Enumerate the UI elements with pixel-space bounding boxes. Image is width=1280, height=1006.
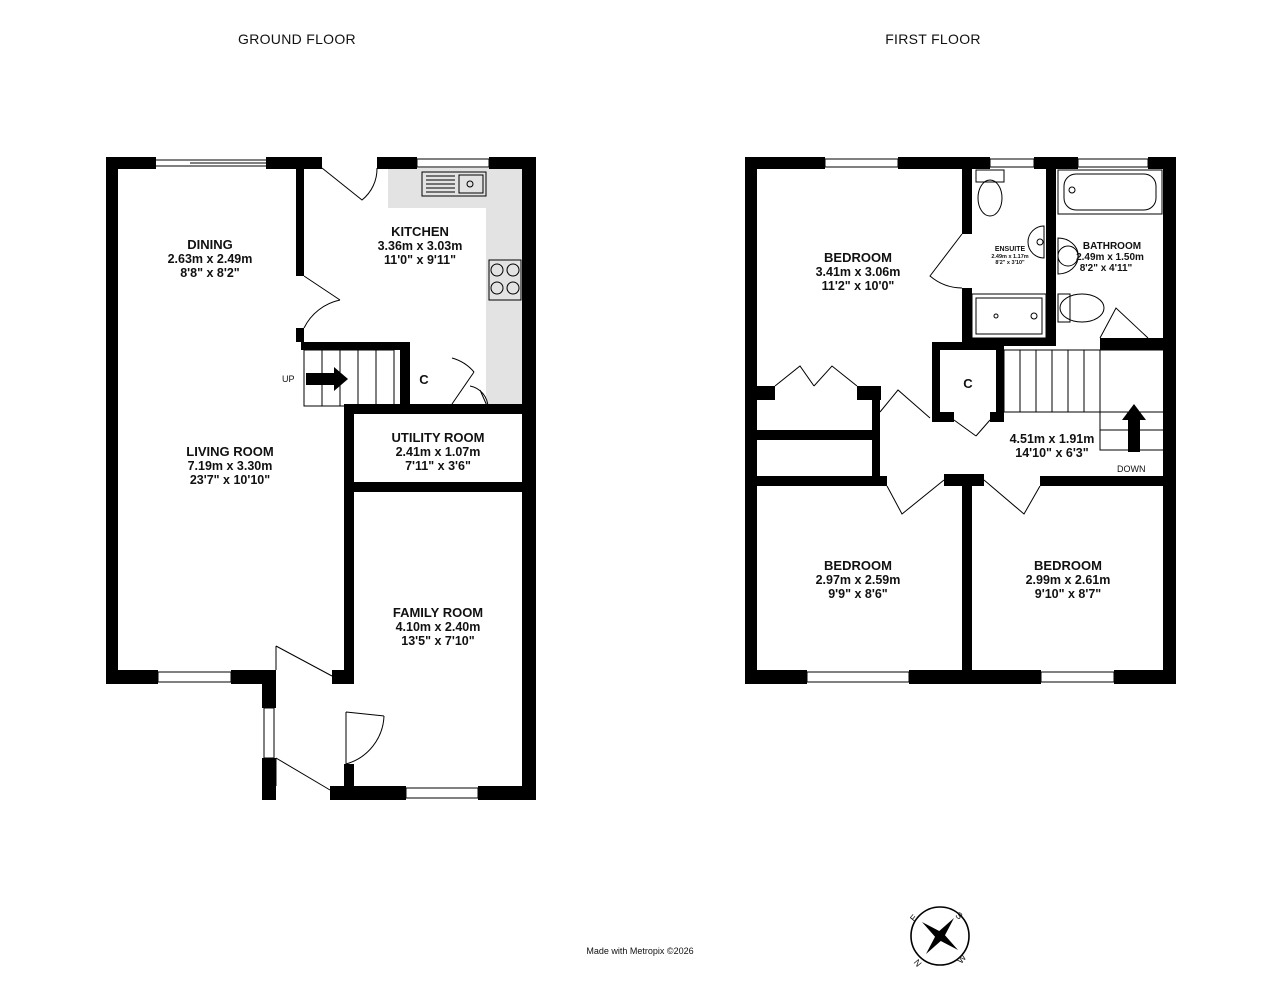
room-utility-room: UTILITY ROOM 2.41m x 1.07m 7'11" x 3'6" — [392, 430, 485, 473]
window — [157, 671, 232, 683]
room-bedroom-1: BEDROOM 3.41m x 3.06m 11'2" x 10'0" — [816, 250, 901, 293]
compass-letter: S — [953, 910, 964, 922]
door-swing — [321, 167, 378, 201]
window — [263, 707, 275, 759]
room-dimensions-metric: 2.63m x 2.49m — [168, 252, 253, 266]
window — [1077, 158, 1149, 168]
kitchen-sink — [421, 171, 487, 197]
room-dimensions-imperial: 9'9" x 8'6" — [828, 587, 888, 601]
room-name: UTILITY ROOM — [392, 430, 485, 445]
room-name: BATHROOM — [1083, 241, 1141, 252]
door-swing — [1099, 307, 1149, 339]
first-floor-stairs — [1003, 349, 1165, 452]
door-swing — [879, 389, 931, 419]
window — [806, 671, 910, 683]
compass-letter: N — [912, 957, 924, 968]
room-dimensions-imperial: 11'2" x 10'0" — [822, 279, 895, 293]
first-floor-title: FIRST FLOOR — [885, 31, 981, 47]
room-dimensions-imperial: 8'8" x 8'2" — [180, 266, 240, 280]
room-dimensions-metric: 4.10m x 2.40m — [396, 620, 481, 634]
room-name: FAMILY ROOM — [393, 605, 483, 620]
room-dimensions-metric: 7.19m x 3.30m — [188, 459, 273, 473]
window — [405, 787, 479, 799]
room-ensuite: ENSUITE 2.49m x 1.17m 8'2" x 3'10" — [991, 246, 1028, 266]
stairs-down-label: DOWN — [1117, 464, 1146, 474]
room-bathroom: BATHROOM 2.49m x 1.50m 8'2" x 4'11" — [1076, 241, 1144, 274]
door-swing — [953, 419, 991, 437]
door-swing — [469, 385, 489, 409]
room-dimensions-imperial: 14'10" x 6'3" — [1015, 446, 1088, 460]
room-bedroom-2: BEDROOM 2.97m x 2.59m 9'9" x 8'6" — [816, 558, 901, 601]
room-name: BEDROOM — [1034, 558, 1102, 573]
ground-floor-title: GROUND FLOOR — [238, 31, 356, 47]
room-name: ENSUITE — [995, 246, 1026, 253]
stairs-up-label: UP — [282, 374, 295, 384]
door-swing — [345, 711, 385, 765]
credit-text: Made with Metropix ©2026 — [586, 946, 693, 956]
window — [824, 158, 899, 168]
room-dimensions-metric: 2.97m x 2.59m — [816, 573, 901, 587]
door-swing — [303, 275, 341, 329]
room-name: DINING — [187, 237, 233, 252]
room-dimensions-metric: 2.99m x 2.61m — [1026, 573, 1111, 587]
window — [1040, 671, 1115, 683]
room-living-room: LIVING ROOM 7.19m x 3.30m 23'7" x 10'10" — [186, 444, 273, 487]
door-swing — [886, 479, 945, 515]
cupboard-label: C — [963, 376, 973, 391]
ground-floor-plan: UP C DINING 2.63m x 2.49m 8'8" x 8'2" KI… — [106, 157, 536, 800]
room-dimensions-metric: 3.41m x 3.06m — [816, 265, 901, 279]
room-dimensions-imperial: 9'10" x 8'7" — [1035, 587, 1102, 601]
room-dimensions-metric: 3.36m x 3.03m — [378, 239, 463, 253]
cupboard-label: C — [419, 372, 429, 387]
first-floor-plan: DOWN C BEDROOM 3.41m x 3.06m 11'2" x 10'… — [745, 157, 1176, 684]
room-name: BEDROOM — [824, 558, 892, 573]
compass-letter: E — [908, 913, 920, 924]
room-kitchen: KITCHEN 3.36m x 3.03m 11'0" x 9'11" — [378, 224, 463, 267]
room-name: KITCHEN — [391, 224, 449, 239]
room-bedroom-3: BEDROOM 2.99m x 2.61m 9'10" x 8'7" — [1026, 558, 1111, 601]
room-dimensions-metric: 4.51m x 1.91m — [1010, 432, 1095, 446]
compass-icon: S W N E — [908, 906, 970, 969]
room-name: BEDROOM — [824, 250, 892, 265]
room-family-room: FAMILY ROOM 4.10m x 2.40m 13'5" x 7'10" — [393, 605, 483, 648]
room-dimensions-metric: 2.41m x 1.07m — [396, 445, 481, 459]
door-swing — [451, 357, 475, 405]
door-swing — [774, 365, 858, 387]
room-dimensions-imperial: 13'5" x 7'10" — [401, 634, 474, 648]
window — [416, 158, 490, 168]
kitchen-worktop-side — [486, 168, 522, 408]
door-swing — [983, 479, 1041, 515]
room-dining: DINING 2.63m x 2.49m 8'8" x 8'2" — [168, 237, 253, 280]
room-dimensions-imperial: 7'11" x 3'6" — [405, 459, 471, 473]
room-dimensions-imperial: 8'2" x 4'11" — [1080, 263, 1133, 274]
ensuite-fixtures — [971, 169, 1047, 339]
door-swing — [275, 645, 333, 677]
room-dimensions-metric: 2.49m x 1.17m — [991, 254, 1028, 260]
room-landing: 4.51m x 1.91m 14'10" x 6'3" — [1010, 432, 1095, 460]
room-name: LIVING ROOM — [186, 444, 273, 459]
ground-stairs — [303, 349, 395, 407]
room-dimensions-imperial: 8'2" x 3'10" — [995, 260, 1025, 266]
window — [989, 158, 1035, 168]
door-swing — [929, 233, 963, 289]
door-swing — [275, 757, 331, 791]
room-dimensions-imperial: 23'7" x 10'10" — [190, 473, 270, 487]
stairs-up-arrow-icon — [306, 367, 348, 391]
room-dimensions-imperial: 11'0" x 9'11" — [384, 253, 456, 267]
kitchen-hob — [488, 259, 522, 301]
stairs-down-arrow-icon — [1122, 404, 1146, 452]
bathroom-fixtures — [1057, 169, 1163, 323]
room-dimensions-metric: 2.49m x 1.50m — [1076, 252, 1144, 263]
